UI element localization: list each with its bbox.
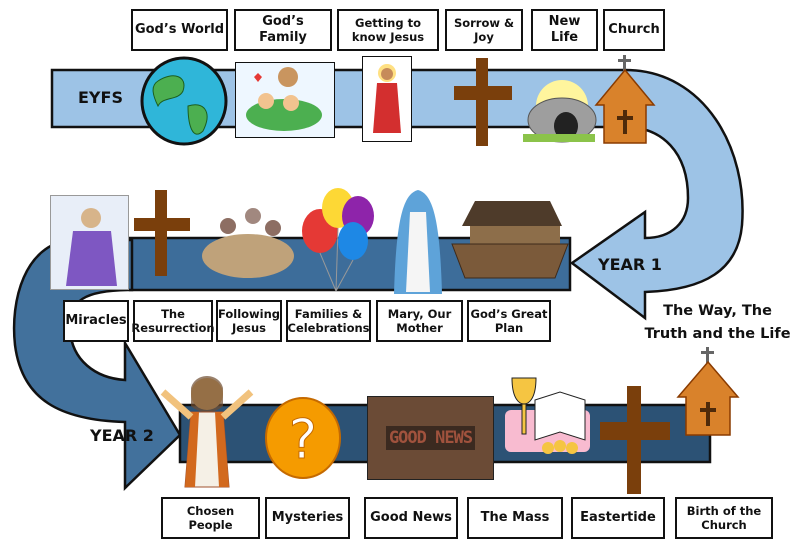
topic-mysteries: Mysteries [265, 497, 350, 539]
mass-chalice-bible-icon [505, 377, 590, 454]
topic-the-resurrection: The Resurrection [131, 300, 215, 342]
birth-of-church-icon [676, 347, 740, 436]
topic-gods-great-plan: God’s Great Plan [467, 300, 551, 342]
year1-label: YEAR 1 [598, 255, 662, 274]
eyfs-label: EYFS [78, 88, 123, 107]
balloons-icon [302, 188, 374, 292]
year2-label: YEAR 2 [90, 426, 154, 445]
mary-image [394, 190, 442, 294]
jesus-image [362, 56, 412, 142]
topic-new-life: New Life [531, 9, 598, 51]
topic-good-news: Good News [364, 497, 458, 539]
topic-the-mass: The Mass [467, 497, 563, 539]
topic-sorrow-joy: Sorrow & Joy [445, 9, 523, 51]
resurrection-cross-icon [134, 190, 190, 276]
chosen-people-jesus-image [160, 376, 254, 488]
empty-tomb-icon [523, 80, 597, 143]
family-image [235, 62, 335, 138]
church-icon [594, 55, 656, 144]
topic-birth-of-the-church: Birth of the Church [675, 497, 773, 539]
question-mark-icon: ? [265, 397, 341, 479]
globe-icon [140, 56, 228, 146]
topic-church: Church [603, 9, 665, 51]
good-news-image-text: GOOD NEWS [385, 426, 476, 450]
cross-icon [454, 58, 512, 146]
topic-following-jesus: Following Jesus [216, 300, 282, 342]
topic-chosen-people: Chosen People [161, 497, 260, 539]
eastertide-cross-icon [600, 386, 670, 494]
topic-eastertide: Eastertide [571, 497, 665, 539]
miracles-image [50, 195, 129, 290]
noahs-ark-image [451, 201, 569, 279]
topic-families-celebrations: Families & Celebrations [286, 300, 371, 342]
topic-mary-our-mother: Mary, Our Mother [376, 300, 463, 342]
disciples-image [202, 208, 294, 278]
topic-getting-to-know-jesus: Getting to know Jesus [337, 9, 439, 51]
page-title: The Way, The Truth and the Life [644, 303, 791, 342]
topic-miracles: Miracles [63, 300, 129, 342]
topic-gods-world: God’s World [131, 9, 228, 51]
topic-gods-family: God’s Family [234, 9, 332, 51]
svg-text:?: ? [289, 408, 318, 471]
good-news-image: GOOD NEWS [367, 396, 494, 480]
